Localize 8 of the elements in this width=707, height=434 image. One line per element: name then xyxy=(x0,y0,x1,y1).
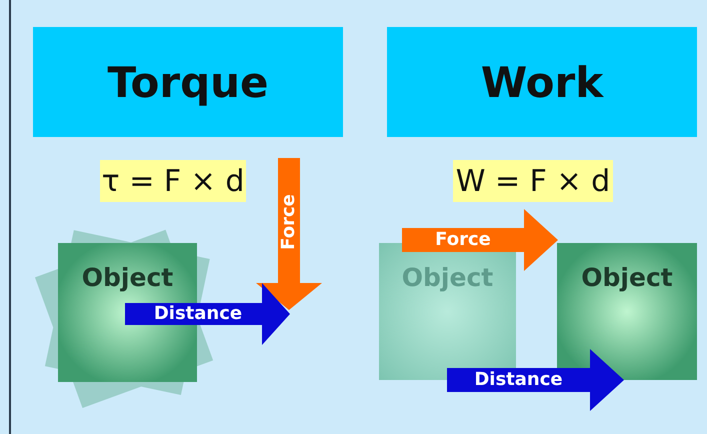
block-arrow xyxy=(447,349,624,411)
force-label: Force xyxy=(280,194,298,250)
distance-label: Distance xyxy=(154,305,242,323)
title-banner: Torque xyxy=(33,27,343,137)
block-arrow xyxy=(402,209,558,271)
title-banner: Work xyxy=(387,27,697,137)
formula: W = F × d xyxy=(453,160,613,202)
formula: τ = F × d xyxy=(100,160,246,202)
